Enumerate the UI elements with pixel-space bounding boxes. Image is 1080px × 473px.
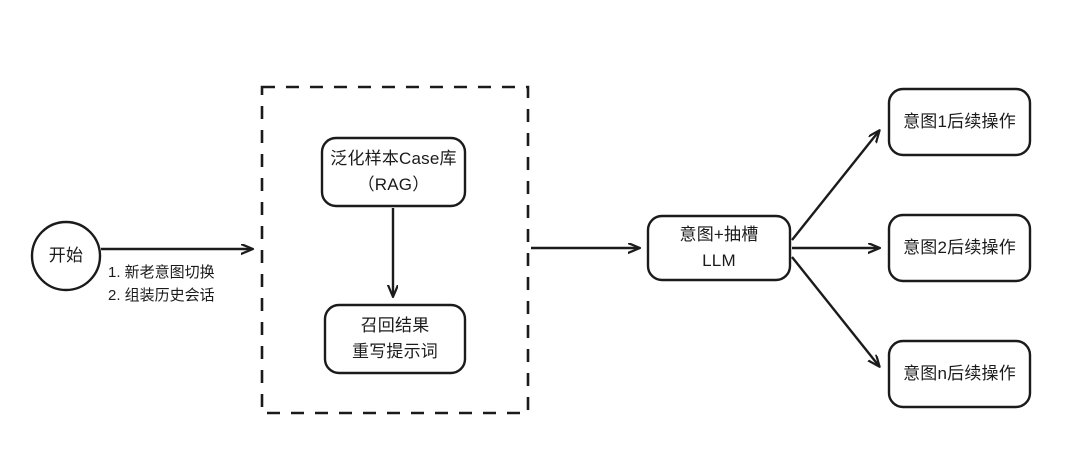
- edge-llm-to-intentn: [791, 256, 879, 366]
- node-start-shape[interactable]: [30, 220, 102, 292]
- dashed-group-container: [260, 85, 530, 415]
- node-intent-slot-llm-shape[interactable]: [646, 214, 792, 282]
- edge-llm-to-intent1: [791, 131, 879, 241]
- edge-start-to-container-label: 1. 新老意图切换 2. 组装历史会话: [108, 261, 215, 307]
- node-rag-case-library-shape[interactable]: [320, 136, 467, 208]
- node-intent1-shape[interactable]: [887, 87, 1032, 157]
- node-intentn-shape[interactable]: [887, 339, 1032, 409]
- node-recall-rewrite-shape[interactable]: [323, 303, 467, 375]
- node-intent2-shape[interactable]: [887, 213, 1032, 283]
- edge-label-line-2: 2. 组装历史会话: [108, 287, 215, 304]
- edge-label-line-1: 1. 新老意图切换: [108, 264, 215, 281]
